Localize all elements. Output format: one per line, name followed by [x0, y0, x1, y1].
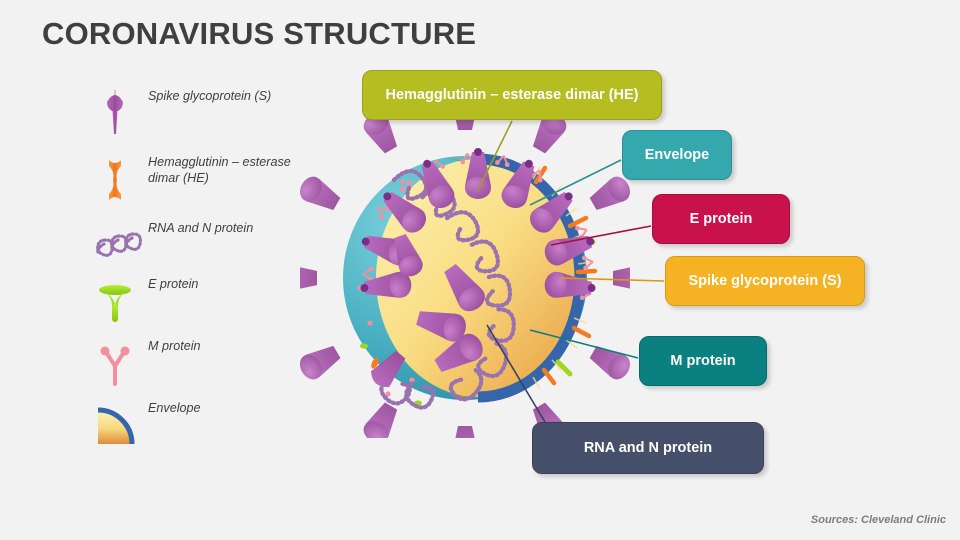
callout-m-protein[interactable]: M protein: [639, 336, 767, 386]
legend-label: E protein: [148, 277, 199, 291]
callout-label: E protein: [689, 211, 753, 227]
legend-item-envelope[interactable]: Envelope: [92, 400, 322, 456]
rna-n-protein-icon: [92, 220, 144, 276]
callout-e-protein[interactable]: E protein: [652, 194, 790, 244]
callout-hemagglutinin[interactable]: Hemagglutinin – esterase dimar (HE): [362, 70, 662, 120]
e-protein-icon: [92, 276, 144, 332]
callout-spike[interactable]: Spike glycoprotein (S): [665, 256, 865, 306]
callout-label: Hemagglutinin – esterase dimar (HE): [385, 87, 639, 103]
legend-label: RNA and N protein: [148, 221, 254, 235]
legend-label: Spike glycoprotein (S): [148, 89, 272, 103]
spike-glycoprotein-icon: [92, 88, 144, 144]
legend-label: Envelope: [148, 401, 201, 415]
m-protein-icon: [92, 338, 144, 394]
legend-item-e-protein[interactable]: E protein: [92, 276, 322, 332]
legend-label: M protein: [148, 339, 201, 353]
page-title: CORONAVIRUS STRUCTURE: [42, 16, 477, 51]
envelope-icon: [92, 400, 144, 456]
callout-label: RNA and N protein: [583, 440, 713, 456]
callout-rna[interactable]: RNA and N protein: [532, 422, 764, 474]
callout-label: Envelope: [644, 147, 710, 163]
callout-label: Spike glycoprotein (S): [688, 273, 842, 289]
legend-item-m-protein[interactable]: M protein: [92, 338, 322, 394]
legend-label: Hemagglutinin – esterase dimar (HE): [148, 155, 291, 185]
coronavirus-illustration: [300, 118, 630, 438]
legend-item-hemagglutinin[interactable]: Hemagglutinin – esterase dimar (HE): [92, 154, 322, 210]
callout-label: M protein: [670, 353, 736, 369]
legend-item-rna[interactable]: RNA and N protein: [92, 220, 322, 276]
source-note: Sources: Cleveland Clinic: [810, 514, 946, 526]
legend-item-spike[interactable]: Spike glycoprotein (S): [92, 88, 322, 144]
hemagglutinin-esterase-dimar-icon: [92, 154, 144, 210]
callout-envelope[interactable]: Envelope: [622, 130, 732, 180]
